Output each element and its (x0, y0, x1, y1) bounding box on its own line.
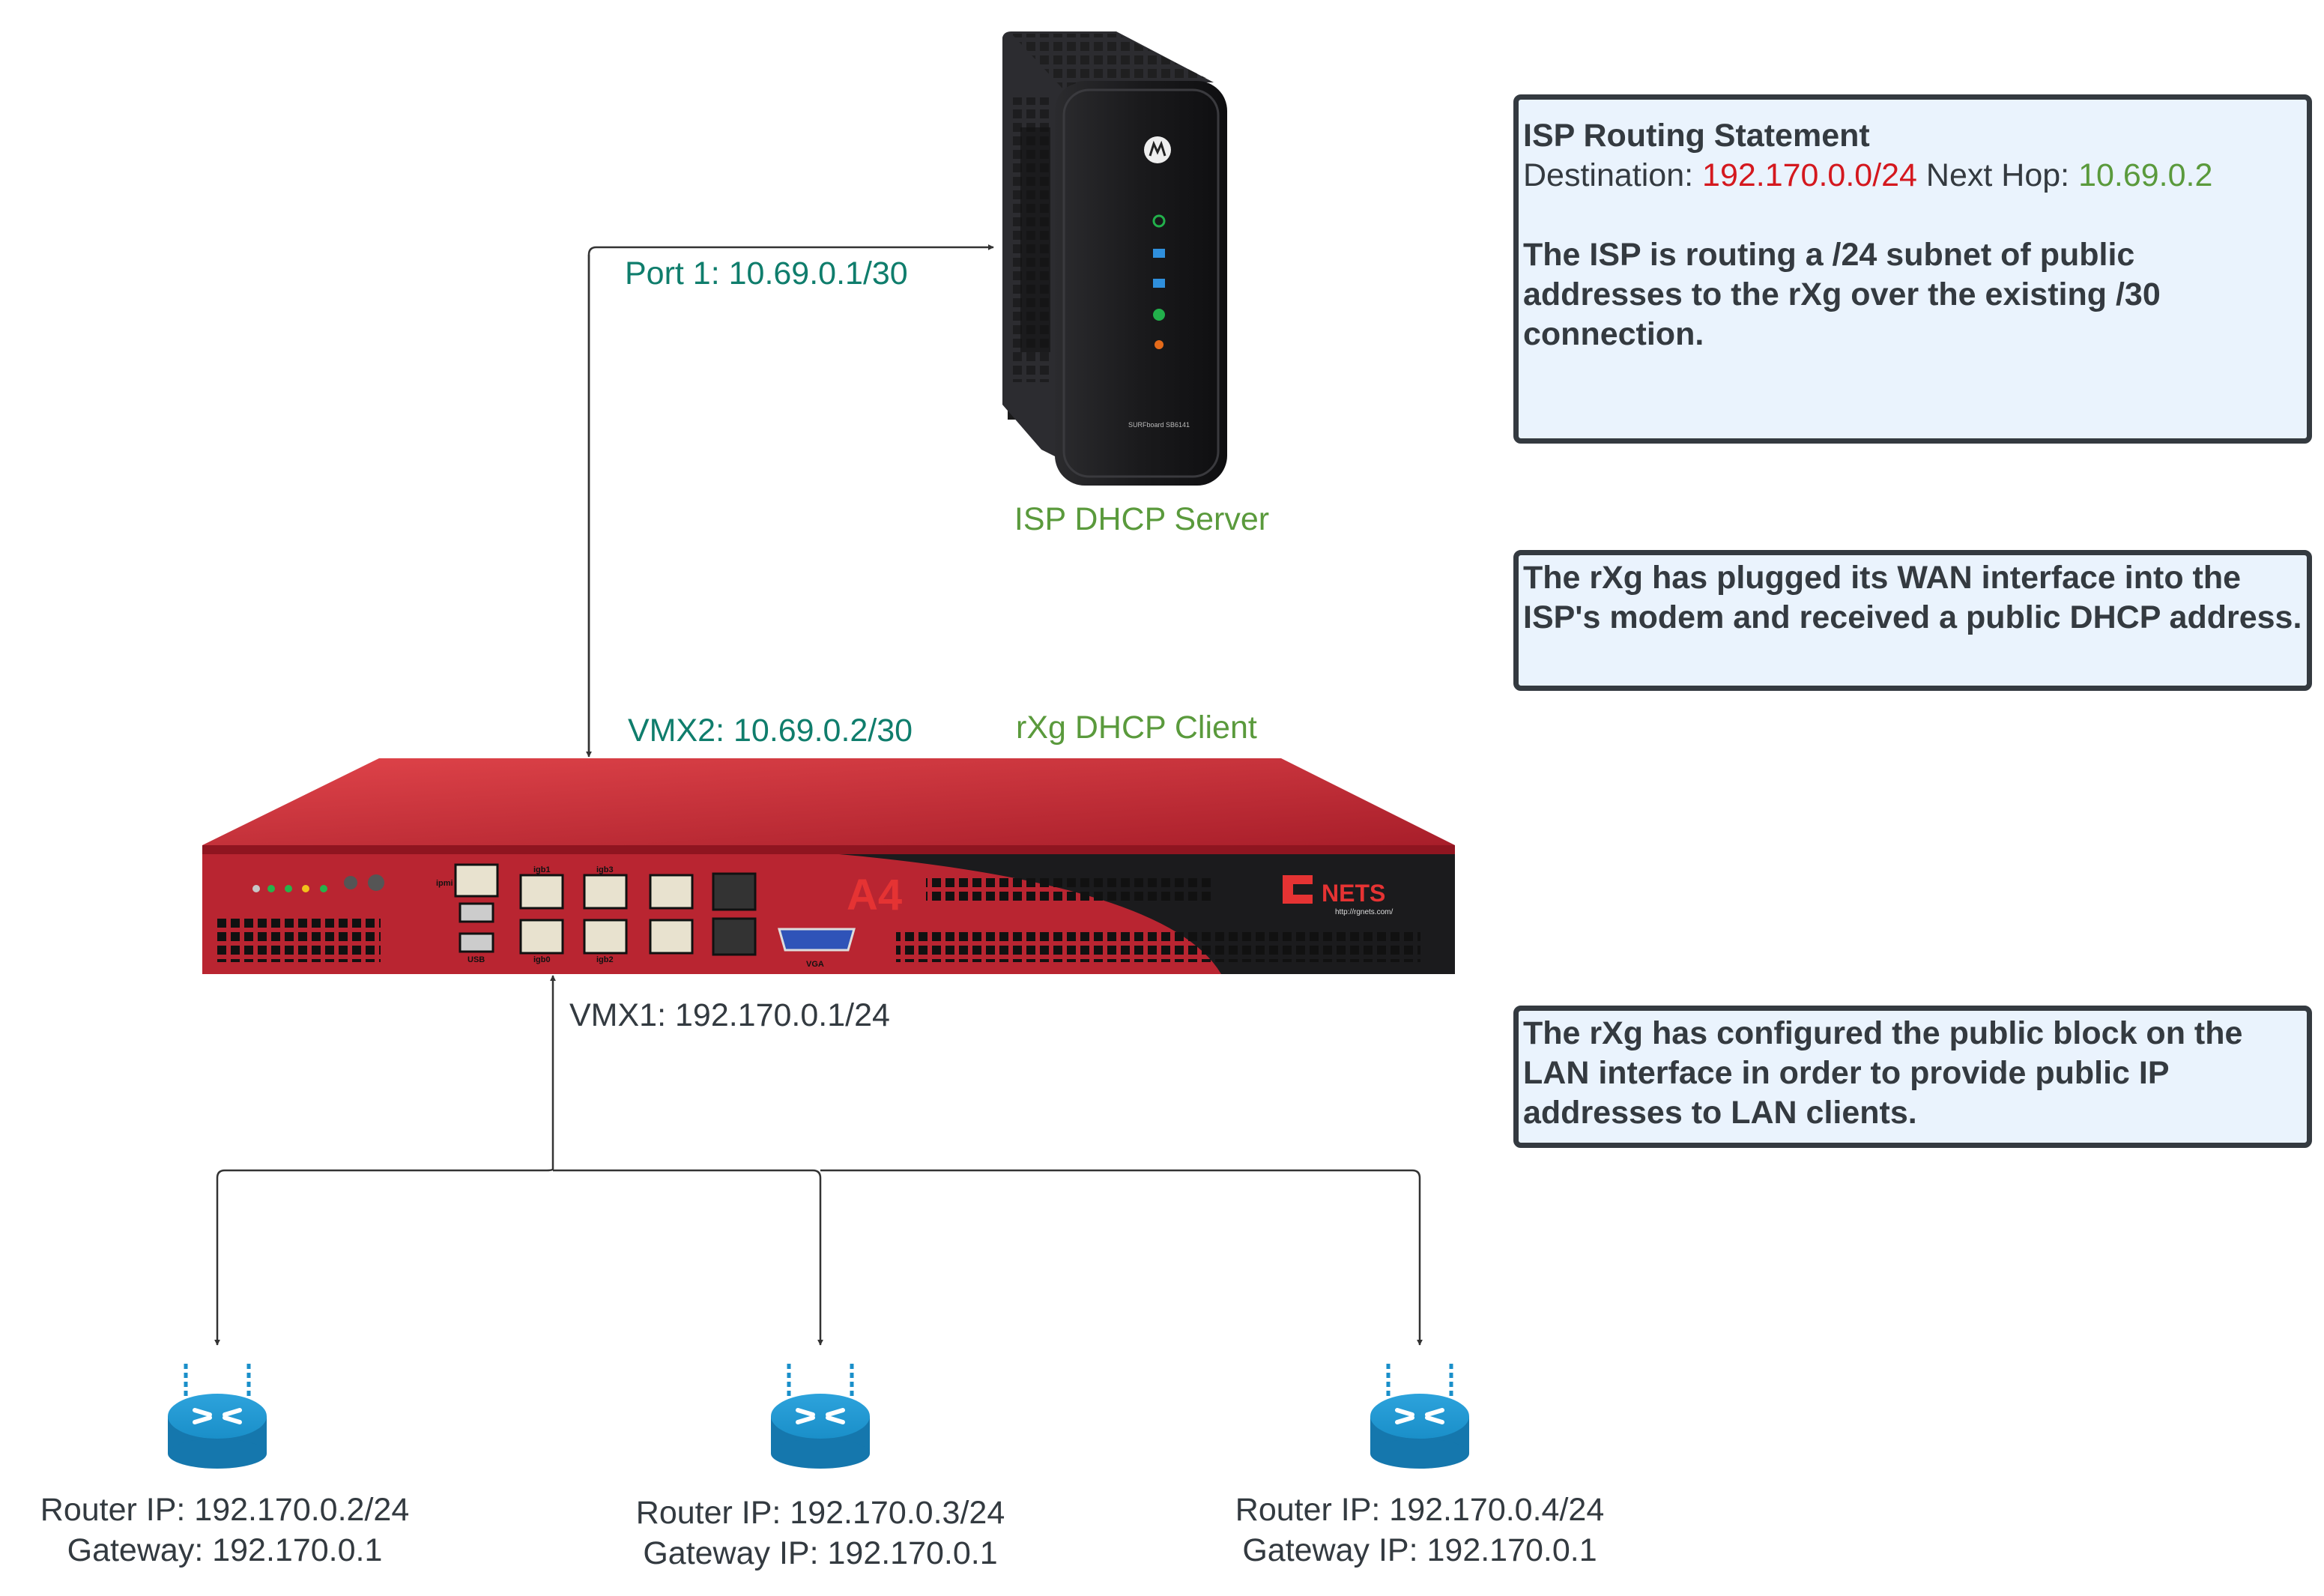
router-icon (1370, 1364, 1469, 1469)
svg-text:igb3: igb3 (596, 865, 614, 874)
router-2-gateway: Gateway IP: 192.170.0.1 (643, 1535, 998, 1571)
router-2-ip: Router IP: 192.170.0.3/24 (635, 1495, 1005, 1531)
svg-text:ipmi: ipmi (436, 879, 453, 888)
svg-text:igb0: igb0 (533, 955, 551, 964)
svg-text:http://rgnets.com/: http://rgnets.com/ (1335, 908, 1393, 916)
svg-text:igb1: igb1 (533, 865, 551, 874)
rxg-wan-label: VMX2: 10.69.0.2/30 (628, 713, 913, 749)
next-hop-label: Next Hop: (1925, 157, 2070, 193)
svg-text:VGA: VGA (806, 960, 824, 969)
rxg-appliance-icon: ipmi igb1 igb3 USB igb0 igb2 VGA A4 NETS… (202, 758, 1455, 974)
routing-description: The ISP is routing a /24 subnet of publi… (1523, 237, 2161, 352)
router-1-gateway: Gateway: 192.170.0.1 (67, 1532, 383, 1568)
rxg-lan-label: VMX1: 192.170.0.1/24 (569, 997, 890, 1033)
lan-info-box: The rXg has configured the public block … (1513, 1006, 2312, 1148)
lan-connector (214, 975, 1423, 1346)
svg-text:NETS: NETS (1322, 880, 1385, 907)
modem-label: ISP DHCP Server (1014, 501, 1270, 537)
router-3-gateway: Gateway IP: 192.170.0.1 (1242, 1532, 1597, 1568)
routing-statement-box: ISP Routing Statement Destination: 192.1… (1513, 94, 2312, 444)
router-1-ip: Router IP: 192.170.0.2/24 (40, 1492, 410, 1528)
routing-destination-line: Destination: 192.170.0.0/24 Next Hop: 10… (1523, 156, 2307, 196)
wan-connector (586, 244, 994, 758)
router-icon (168, 1364, 267, 1469)
rxg-label: rXg DHCP Client (1016, 710, 1257, 746)
next-hop-value: 10.69.0.2 (2078, 157, 2213, 193)
svg-text:SURFboard SB6141: SURFboard SB6141 (1128, 421, 1190, 429)
svg-text:igb2: igb2 (596, 955, 614, 964)
wan-info-text: The rXg has plugged its WAN interface in… (1523, 560, 2302, 635)
wan-info-box: The rXg has plugged its WAN interface in… (1513, 550, 2312, 691)
destination-label: Destination: (1523, 157, 1694, 193)
router-icon (771, 1364, 870, 1469)
modem-icon: SURFboard SB6141 (1002, 31, 1227, 486)
routing-title: ISP Routing Statement (1523, 118, 1870, 154)
lan-info-text: The rXg has configured the public block … (1523, 1015, 2243, 1131)
destination-value: 192.170.0.0/24 (1702, 157, 1917, 193)
modem-port-label: Port 1: 10.69.0.1/30 (625, 256, 908, 291)
svg-text:USB: USB (467, 955, 485, 964)
svg-text:A4: A4 (847, 871, 902, 919)
router-3-ip: Router IP: 192.170.0.4/24 (1235, 1492, 1605, 1528)
